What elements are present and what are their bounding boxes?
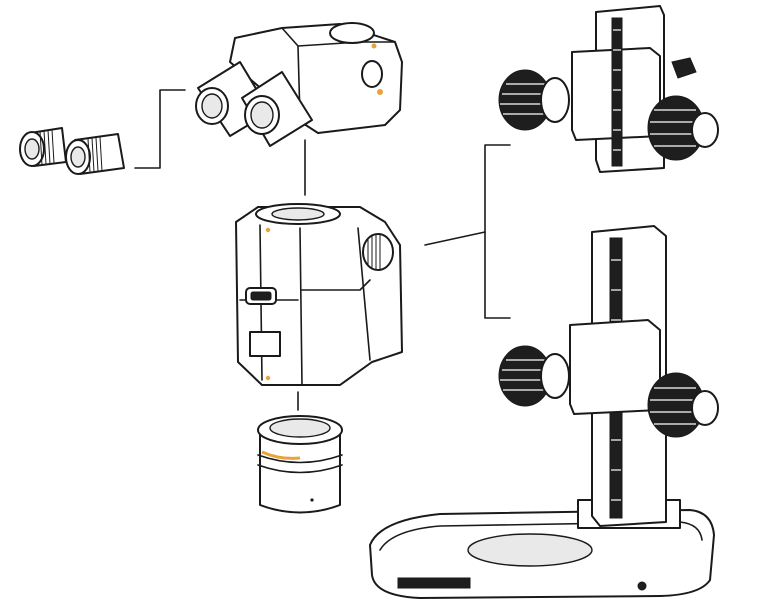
zoom-body-icon	[235, 203, 403, 386]
body-accent-dot	[265, 227, 271, 233]
connector-eyepiece-to-head	[134, 89, 186, 169]
connector-lines	[134, 89, 511, 411]
eyepiece-left	[19, 127, 67, 167]
binocular-head-icon	[195, 22, 403, 147]
connector-body-to-stand	[424, 231, 486, 246]
eyepiece-right	[65, 133, 125, 175]
head-accent-dot-top	[371, 43, 377, 49]
body-accent-dot-bottom	[265, 375, 271, 381]
objective-accent-ring	[261, 450, 301, 460]
track-stand-icon	[369, 225, 719, 599]
focus-mount-icon	[498, 5, 719, 173]
eyepiece-pair-icon	[19, 127, 125, 175]
connector-bracket	[484, 144, 511, 319]
objective-lens-icon	[257, 415, 343, 514]
head-accent-dot	[377, 89, 383, 95]
